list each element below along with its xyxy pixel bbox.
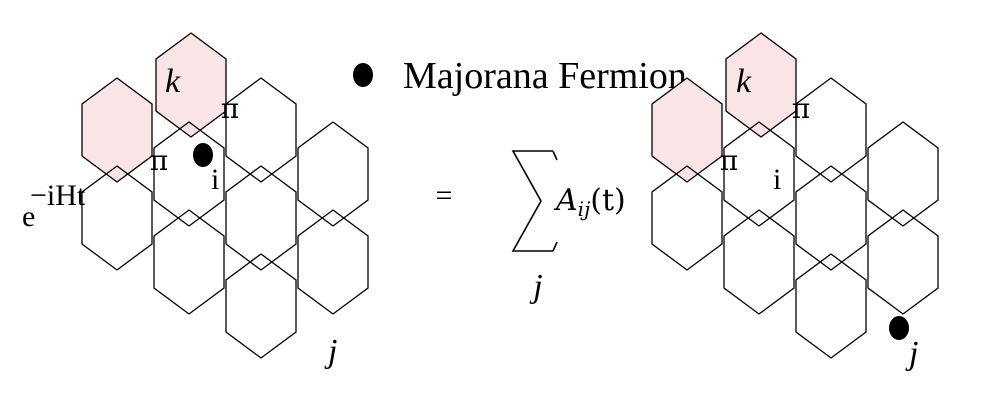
flux-plaquette-right-2	[651, 77, 723, 183]
flux-label-right-upper: π	[792, 92, 810, 125]
flux-label-left-lower: π	[150, 144, 168, 177]
coefficient-argument: (t)	[590, 183, 625, 218]
site-label-k-right: k	[736, 63, 752, 100]
operator-base: e	[22, 200, 35, 233]
plaquette-right-5	[867, 121, 939, 227]
time-evolution-operator: e −iHt	[22, 179, 86, 233]
majorana-marker-site-j-icon	[889, 316, 909, 340]
flux-plaquette-left-2	[81, 77, 153, 183]
flux-plaquette-right-1	[725, 32, 797, 138]
majorana-marker-site-i-icon	[193, 143, 213, 167]
flux-label-right-lower: π	[720, 144, 738, 177]
site-label-k-left: k	[165, 63, 181, 100]
operator-exponent: −iHt	[30, 179, 86, 212]
site-label-i-right: i	[773, 163, 781, 196]
site-label-j-right: j	[905, 335, 918, 372]
plaquette-right-3	[795, 77, 867, 183]
plaquette-right-6	[651, 165, 723, 271]
flux-plaquette-left-1	[155, 32, 227, 138]
plaquette-right-9	[867, 209, 939, 315]
site-label-j-left: j	[324, 333, 337, 370]
majorana-marker-legend-icon	[353, 63, 373, 87]
equals-sign: =	[436, 179, 453, 212]
honeycomb-lattice-left	[81, 32, 369, 359]
summation-bottom-serif	[552, 241, 558, 252]
plaquette-left-10	[225, 253, 297, 359]
summation-top-serif	[552, 150, 558, 161]
flux-label-left-upper: π	[221, 92, 239, 125]
plaquette-left-3	[225, 77, 297, 183]
plaquette-left-8	[153, 209, 225, 315]
plaquette-left-4	[153, 121, 225, 227]
left-lattice-labels: π π i k j	[150, 63, 338, 370]
legend: Majorana Fermion	[353, 55, 687, 97]
plaquette-left-6	[81, 165, 153, 271]
plaquette-left-7	[225, 165, 297, 271]
plaquette-left-5	[297, 121, 369, 227]
coefficient-base: A	[553, 183, 578, 218]
plaquette-right-7	[795, 165, 867, 271]
plaquette-right-4	[723, 121, 795, 227]
site-label-i-left: i	[211, 163, 219, 196]
coefficient-subscript: ij	[578, 197, 591, 221]
legend-label: Majorana Fermion	[403, 55, 687, 97]
plaquette-right-8	[723, 209, 795, 315]
plaquette-left-9	[297, 209, 369, 315]
coefficient: Aij(t)	[553, 183, 626, 221]
summation-symbol	[511, 150, 553, 252]
plaquette-right-10	[795, 253, 867, 359]
honeycomb-lattice-right	[651, 32, 939, 359]
right-lattice-labels: π π i k j	[720, 63, 919, 372]
summation-index: j	[529, 268, 542, 305]
summation: j Aij(t)	[511, 150, 626, 305]
